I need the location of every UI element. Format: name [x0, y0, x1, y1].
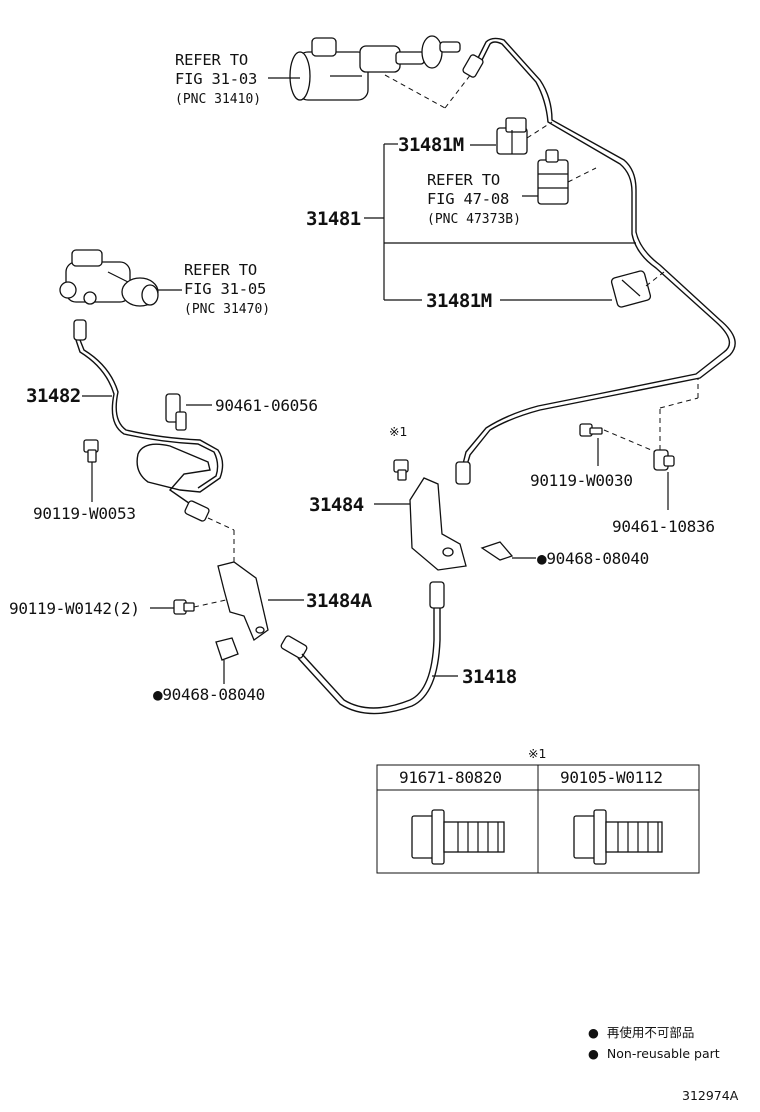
- clutch-flex-pipe-31482: [79, 339, 224, 509]
- bracket-31484A-icon: [217, 561, 269, 642]
- label-90119-W0053: 90119-W0053: [33, 504, 136, 523]
- note-mark-1: ※1: [389, 424, 407, 439]
- legend-marker-jp: ●: [588, 1025, 599, 1040]
- legend-text-jp: 再使用不可部品: [607, 1025, 695, 1040]
- clip-90461-06056-icon: [165, 393, 187, 431]
- table-header-90105-W0112: 90105-W0112: [560, 768, 663, 787]
- label-90461-06056: 90461-06056: [215, 396, 318, 415]
- clutch-pipe: [462, 37, 736, 479]
- label-90468-08040-left: ●90468-08040: [153, 685, 265, 704]
- bolt-table: ※1 91671-80820 90105-W0112: [376, 746, 700, 874]
- clutch-master-cylinder-icon: [289, 35, 461, 101]
- label-31481: 31481: [306, 208, 361, 230]
- bracket-31484-icon: [409, 477, 467, 571]
- ref-master-line2: FIG 31-03: [175, 70, 257, 88]
- ref-clamp-line1: REFER TO: [427, 171, 500, 189]
- legend-item-jp: ● 再使用不可部品: [588, 1025, 694, 1040]
- bolt-90119-W0030-icon: [579, 423, 603, 437]
- pipe-fitting-release-icon: [73, 319, 87, 341]
- legend-item-en: ● Non-reusable part: [588, 1046, 720, 1061]
- ref-release-line1: REFER TO: [184, 261, 257, 279]
- label-90468-08040-right: ●90468-08040: [537, 549, 649, 568]
- ref-clamp-line2: FIG 47-08: [427, 190, 509, 208]
- clip-90468-08040-left-icon: [215, 637, 239, 661]
- legend-marker-en: ●: [588, 1046, 599, 1061]
- label-90461-10836: 90461-10836: [612, 517, 715, 536]
- bolt-90119-W0142-icon: [173, 599, 195, 615]
- pipe-fitting-top-icon: [462, 54, 484, 78]
- hose-fitting-bottom-icon: [280, 635, 308, 659]
- table-mark: ※1: [528, 746, 546, 761]
- hose-fitting-top-icon: [429, 581, 445, 609]
- label-31481M-bottom: 31481M: [426, 290, 492, 312]
- label-31481M-top: 31481M: [398, 134, 464, 156]
- clamp-47373B-icon: [537, 149, 569, 205]
- ref-master-pnc: (PNC 31410): [175, 92, 261, 107]
- label-90119-W0030: 90119-W0030: [530, 471, 633, 490]
- clip-90461-10836-icon: [653, 449, 675, 471]
- label-31484A: 31484A: [306, 590, 373, 612]
- clutch-flexible-hose-31418: [301, 608, 435, 709]
- bolt-90119-W0053-icon: [83, 439, 99, 463]
- flange-bolt-90105-W0112-icon: [573, 809, 663, 865]
- bolt-note1-icon: [393, 459, 409, 481]
- ref-release-line2: FIG 31-05: [184, 280, 266, 298]
- ref-master-line1: REFER TO: [175, 51, 248, 69]
- label-31482: 31482: [26, 385, 81, 407]
- table-header-91671-80820: 91671-80820: [399, 768, 502, 787]
- figure-code: 312974A: [682, 1088, 739, 1103]
- legend: ● 再使用不可部品 ● Non-reusable part: [588, 1025, 720, 1061]
- legend-text-en: Non-reusable part: [607, 1046, 720, 1061]
- flange-bolt-91671-80820-icon: [411, 809, 505, 865]
- pipe-fitting-31482-end-icon: [184, 500, 210, 522]
- clutch-release-cylinder-icon: [59, 249, 159, 307]
- label-31484: 31484: [309, 494, 364, 516]
- label-90119-W0142: 90119-W0142(2): [9, 599, 140, 618]
- pipe-fitting-mid-icon: [455, 461, 471, 485]
- clip-90468-08040-right-icon: [480, 541, 514, 561]
- ref-release-pnc: (PNC 31470): [184, 302, 270, 317]
- ref-clamp-pnc: (PNC 47373B): [427, 212, 521, 227]
- clamp-31481M-bottom-icon: [610, 270, 652, 308]
- clamp-31481M-top-icon: [496, 117, 528, 155]
- label-31418: 31418: [462, 666, 517, 688]
